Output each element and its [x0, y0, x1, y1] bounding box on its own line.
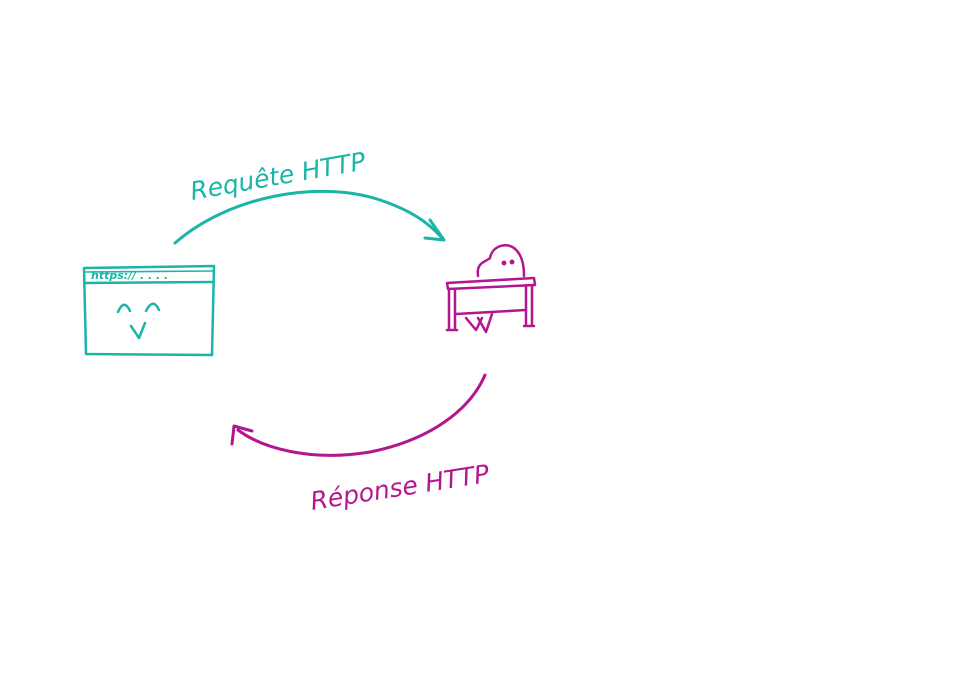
request-arrow-curve	[173, 189, 444, 245]
response-arrowhead	[230, 424, 254, 446]
desk-top	[445, 276, 537, 291]
response-label: Réponse HTTP	[308, 459, 492, 516]
smiley-left-eye	[116, 303, 132, 314]
response-arrow-curve	[236, 373, 487, 457]
person-eye-left	[501, 260, 507, 266]
desk-leg-right	[522, 283, 536, 328]
browser-frame-inner	[85, 270, 214, 273]
person-eye-right	[509, 259, 515, 265]
desk-leg-left	[445, 287, 459, 332]
request-arrowhead	[423, 218, 446, 242]
browser-url-text: https:// . . . .	[91, 269, 168, 282]
person-at-desk-icon	[445, 244, 537, 334]
browser-window-icon: https:// . . . .	[82, 264, 216, 357]
request-arrow	[173, 189, 446, 245]
desk-panel	[454, 308, 528, 316]
browser-address-bar-line	[83, 280, 215, 285]
browser-frame	[82, 264, 216, 357]
person-legs	[464, 312, 494, 334]
smiley-right-eye	[144, 302, 161, 313]
response-arrow	[230, 373, 487, 457]
smiley-mouth	[129, 321, 147, 340]
person-head	[476, 244, 526, 278]
